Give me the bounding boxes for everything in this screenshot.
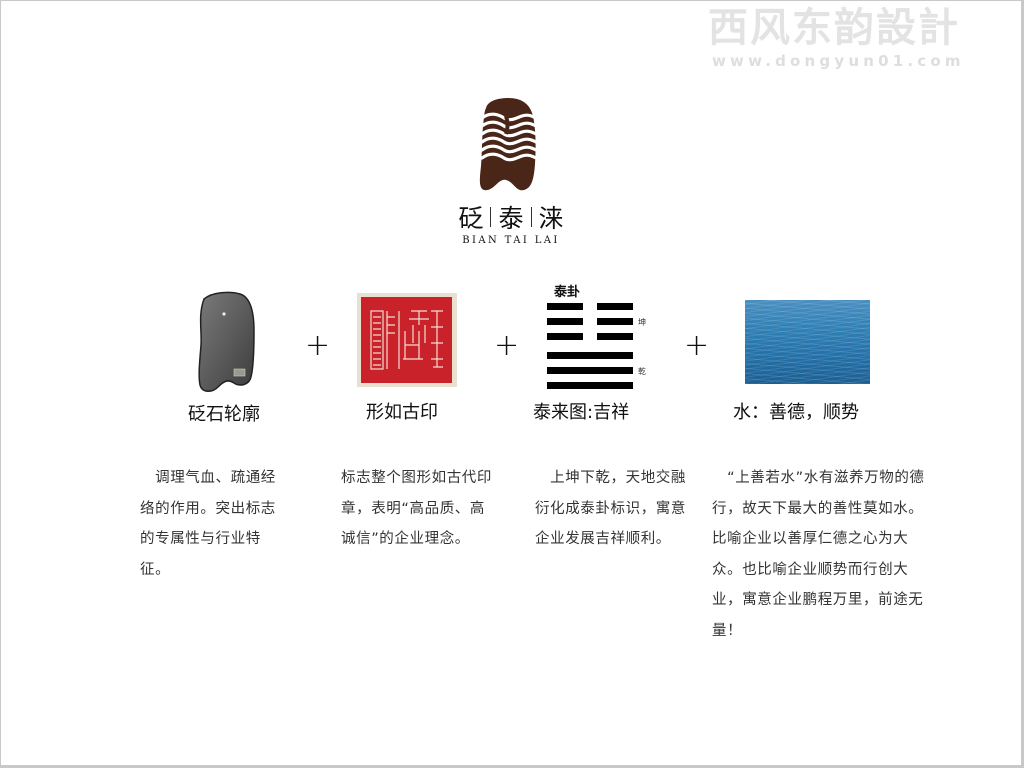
hexagram-lower-label: 乾 xyxy=(638,367,646,376)
caption-water: 水：善德，顺势 xyxy=(733,402,859,423)
yin-line xyxy=(547,333,583,340)
watermark-title: 西风东韵設計 xyxy=(708,5,960,51)
plus-sign: + xyxy=(305,328,331,363)
logo-char-bian: 砭 xyxy=(458,204,484,233)
caption-seal: 形如古印 xyxy=(366,402,438,423)
logo-divider xyxy=(490,207,492,227)
plus-sign: + xyxy=(684,328,710,363)
description-stone: 调理气血、疏通经络的作用。突出标志的专属性与行业特征。 xyxy=(140,470,276,578)
yang-line xyxy=(547,382,633,389)
watermark-url: www.dongyun01.com xyxy=(712,52,965,70)
logo-divider xyxy=(530,207,532,227)
caption-hexagram: 泰来图:吉祥 xyxy=(533,402,630,423)
description-seal: 标志整个图形如古代印章，表明“高品质、高诚信”的企业理念。 xyxy=(341,470,492,547)
yang-line xyxy=(547,352,633,359)
tai-hexagram-icon xyxy=(547,303,637,391)
water-image xyxy=(745,300,870,384)
yin-line xyxy=(547,303,583,310)
yang-line xyxy=(547,367,633,374)
hexagram-title: 泰卦 xyxy=(554,285,581,300)
logo-char-tai: 泰 xyxy=(498,204,524,233)
logo-mark-icon xyxy=(479,98,538,191)
yin-line xyxy=(597,303,633,310)
plus-sign: + xyxy=(494,328,520,363)
description-water: “上善若水”水有滋养万物的德行，故天下最大的善性莫如水。比喻企业以善厚仁德之心为… xyxy=(712,470,925,639)
yin-line xyxy=(597,318,633,325)
bian-stone-icon xyxy=(198,291,255,392)
seal-stamp-icon xyxy=(361,297,452,383)
logo-chinese-name: 砭 泰 涞 xyxy=(436,200,586,234)
yin-line xyxy=(597,333,633,340)
hexagram-upper-label: 坤 xyxy=(638,318,646,327)
logo-pinyin: BIAN TAI LAI xyxy=(462,235,560,246)
logo-char-lai: 涞 xyxy=(538,204,564,233)
description-hexagram: 上坤下乾，天地交融衍化成泰卦标识，寓意企业发展吉祥顺利。 xyxy=(535,470,686,547)
yin-line xyxy=(547,318,583,325)
caption-stone: 砭石轮廓 xyxy=(188,404,260,425)
